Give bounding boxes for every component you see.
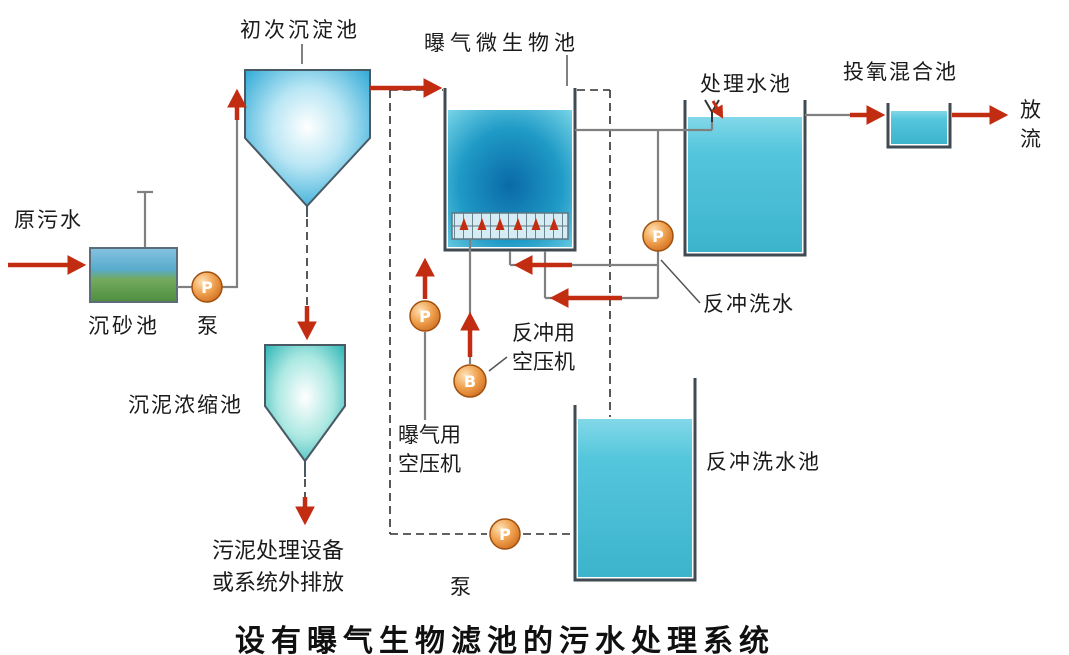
sludge-thickener-label: 沉泥浓缩池 — [128, 393, 243, 417]
aeration-air-pump: P — [409, 300, 441, 332]
flow-arrows — [8, 78, 1009, 526]
primary-clarifier-body — [244, 69, 371, 208]
sludge-disposal-label-line1: 污泥处理设备 — [212, 539, 344, 564]
aeration-blower-letter: B — [464, 372, 476, 391]
backwash-pump-body — [642, 220, 674, 252]
sludge-thickener-body — [264, 344, 346, 463]
diagram-title: 设有曝气生物滤池的污水处理系统 — [235, 624, 775, 655]
discharge-label-line2: 流 — [1020, 127, 1041, 151]
oxygen-mixing-water — [891, 111, 947, 144]
backwash-water — [578, 419, 692, 577]
treated-water — [688, 117, 802, 252]
feed-pump-label: 泵 — [197, 314, 218, 338]
treated-tank-walls — [683, 100, 807, 257]
backwash-water-tank — [573, 378, 697, 582]
sludge-disposal-label-line2: 或系统外排放 — [212, 571, 344, 596]
feed-pump-body — [191, 271, 223, 303]
raw-sewage-label: 原污水 — [14, 208, 83, 232]
dashed-pipes — [304, 89, 611, 535]
backwash-transfer-pump-letter: P — [499, 525, 511, 544]
grit-chamber-body — [89, 247, 178, 303]
backwash-tank-label: 反冲洗水池 — [706, 450, 821, 474]
primary-clarifier-tank — [244, 69, 371, 217]
aeration-bio-tank — [443, 88, 577, 252]
aeration-air-pump-letter: P — [419, 307, 431, 326]
aeration-tank-label: 曝气微生物池 — [424, 31, 580, 55]
backwash-water-label: 反冲洗水 — [703, 292, 795, 316]
aeration-compressor-label-line1: 曝气用 — [398, 423, 461, 447]
feed-pump-letter: P — [201, 278, 213, 297]
grit-chamber-tank — [89, 247, 178, 303]
backwash-compressor-label-line2: 空压机 — [512, 350, 575, 374]
backwash-compressor-label-line1: 反冲用 — [512, 321, 575, 345]
backwash-transfer-pump-body — [489, 518, 521, 550]
grit-chamber-label: 沉砂池 — [88, 314, 160, 338]
air-bubble-arrows — [459, 218, 559, 230]
treated-inlet-arrow — [711, 100, 724, 119]
discharge-label-line1: 放 — [1020, 98, 1041, 122]
sludge-thickener-tank — [264, 344, 346, 477]
oxygen-mixing-tank — [886, 103, 952, 149]
diagram-labels: 原污水 沉砂池 泵 初次沉淀池 曝气微生物池 处理水池 投氧混合池 放 流 反冲… — [14, 18, 1041, 599]
treated-water-tank — [683, 100, 807, 257]
backwash-compressor-pointer — [488, 356, 508, 372]
bottom-pump-label: 泵 — [450, 575, 471, 599]
pump-to-clarifier-pipe — [222, 118, 239, 289]
treated-tank-label: 处理水池 — [700, 72, 792, 96]
backwash-water-pointer — [660, 259, 701, 304]
backwash-pump: P — [642, 220, 674, 252]
aeration-tank-walls — [443, 88, 577, 252]
backwash-transfer-pump: P — [489, 518, 521, 550]
pointer-lines — [301, 44, 701, 372]
primary-clarifier-label: 初次沉淀池 — [240, 18, 360, 42]
feed-pump: P — [191, 271, 223, 303]
oxygen-mixing-walls — [886, 103, 952, 149]
oxygen-tank-label: 投氧混合池 — [843, 60, 958, 84]
backwash-pump-letter: P — [652, 227, 664, 246]
aeration-compressor-label-line2: 空压机 — [398, 452, 461, 476]
aeration-blower: B — [453, 364, 487, 398]
aeration-blower-body — [453, 364, 487, 398]
backwash-tank-walls — [573, 405, 697, 582]
aeration-air-pump-body — [409, 300, 441, 332]
